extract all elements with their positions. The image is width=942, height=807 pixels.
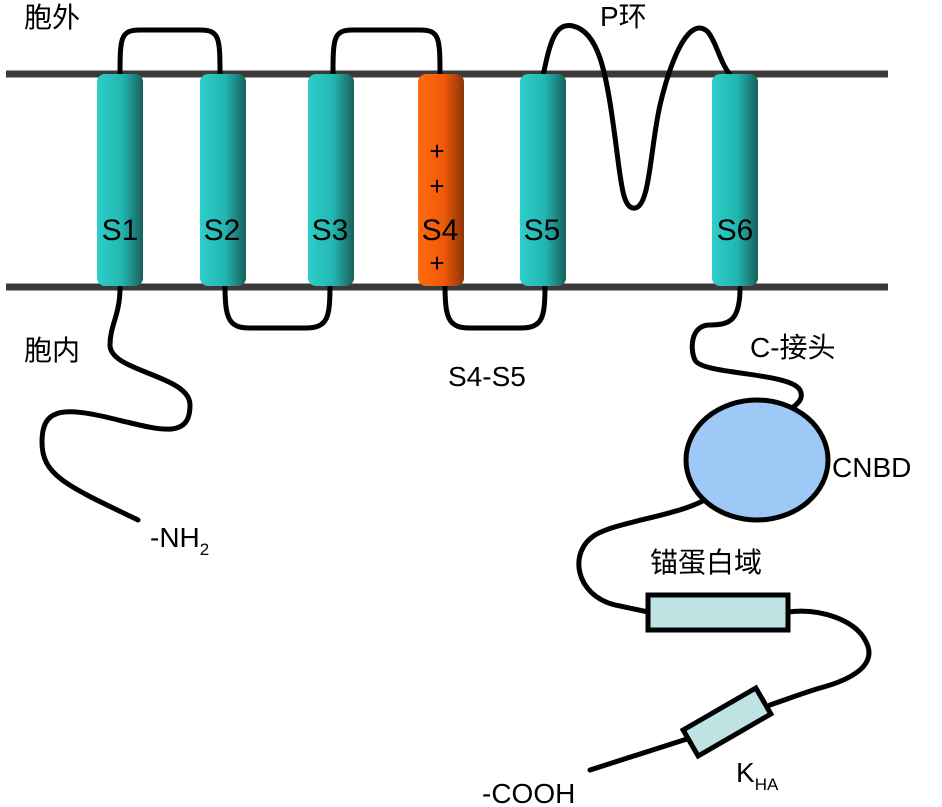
ankyrin-domain-label: 锚蛋白域	[650, 547, 762, 578]
segment-s6	[712, 74, 758, 286]
kha-label: KHA	[736, 757, 779, 794]
kha-main: K	[736, 757, 755, 788]
segment-s1-label: S1	[102, 214, 139, 247]
segment-s4	[418, 74, 464, 286]
n-terminal-tail	[39, 285, 193, 523]
segment-s5	[520, 74, 566, 286]
segment-s3-label: S3	[312, 214, 349, 247]
intracellular-label: 胞内	[24, 335, 80, 366]
c-terminal-tail	[587, 735, 693, 773]
n-terminus-main: -NH	[150, 522, 200, 553]
extracellular-label: 胞外	[24, 2, 80, 33]
n-terminus-subscript: 2	[200, 540, 209, 559]
segment-s1-helix	[97, 74, 143, 286]
p-loop	[540, 23, 736, 211]
c-linker-chain	[689, 285, 804, 413]
kha-subscript: HA	[755, 775, 779, 794]
segment-s1	[97, 74, 143, 286]
loop-s3-s4	[330, 27, 443, 81]
kha-domain-box	[679, 684, 775, 760]
ankyrin-domain-box	[645, 592, 791, 633]
segment-s5-helix	[520, 74, 566, 286]
segment-s3-helix	[308, 74, 354, 286]
kha-domain	[679, 684, 775, 760]
segment-s2	[200, 74, 246, 286]
cnbd-to-ankyrin-chain	[576, 490, 718, 615]
polypeptide-chain	[39, 23, 872, 773]
cnbd-domain	[683, 397, 831, 523]
s4-s5-linker-label: S4-S5	[448, 361, 526, 392]
segment-s6-label: S6	[717, 214, 754, 247]
s4-positive-charge: +	[429, 248, 444, 278]
loop-s1-s2	[117, 27, 223, 81]
segment-s4-label: S4	[422, 214, 459, 247]
s4-positive-charge: +	[429, 136, 444, 166]
segment-s5-label: S5	[524, 214, 561, 247]
segment-s3	[308, 74, 354, 286]
s4-positive-charge: +	[429, 171, 444, 201]
p-loop-label: P环	[600, 1, 647, 32]
segment-s2-helix	[200, 74, 246, 286]
segment-s6-helix	[712, 74, 758, 286]
c-terminus-label: -COOH	[482, 778, 575, 807]
loop-s4-s5-linker	[442, 281, 548, 331]
n-terminus-label: -NH2	[150, 522, 209, 559]
loop-s2-s3	[222, 281, 333, 331]
segment-s4-helix	[418, 74, 464, 286]
ankyrin-to-kha-chain	[767, 608, 872, 708]
segment-s2-label: S2	[204, 214, 241, 247]
cnbd-label: CNBD	[832, 452, 911, 483]
c-linker-label: C-接头	[750, 332, 836, 363]
